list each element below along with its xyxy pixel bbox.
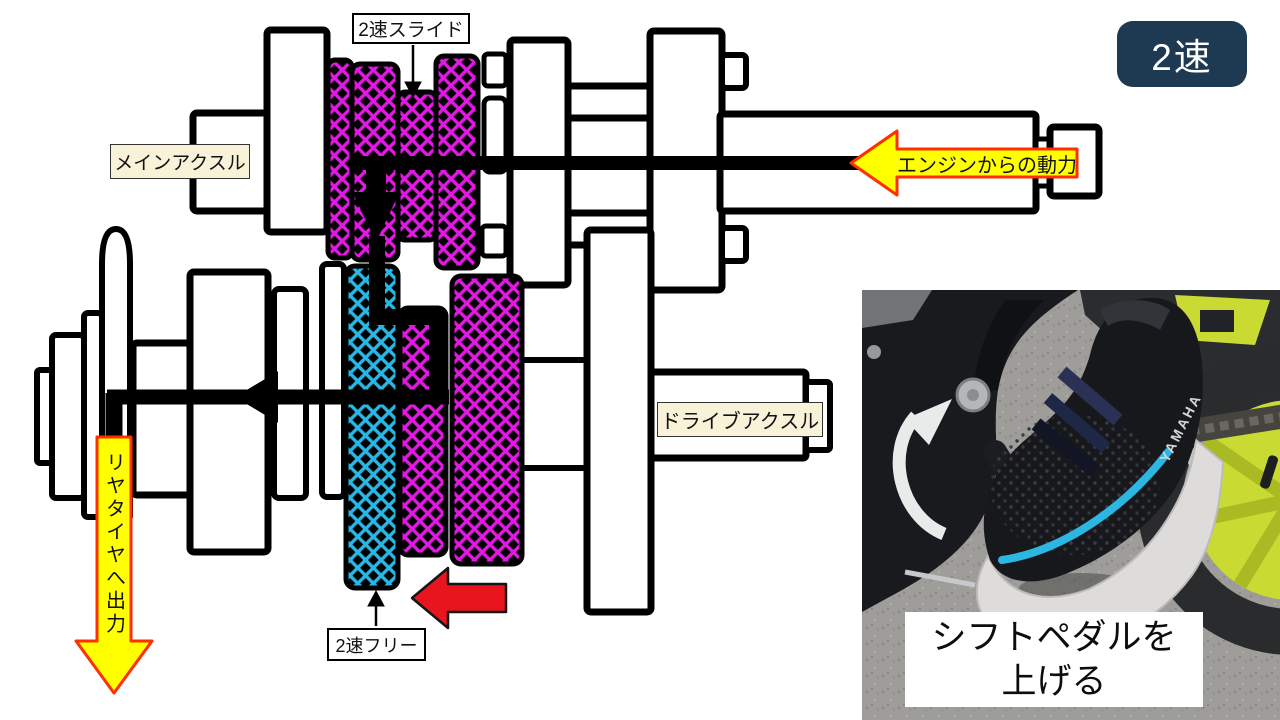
main-axle-left-plate	[263, 26, 331, 236]
gear-indicator-badge: 2速	[1117, 21, 1247, 87]
label-main-axle: メインアクスル	[110, 144, 250, 179]
gear-2nd-slide-small	[325, 57, 355, 261]
label-pointers	[367, 45, 422, 626]
label-drive-axle: ドライブアクスル	[657, 402, 823, 437]
photo-caption-line1: シフトペダルを	[931, 617, 1177, 657]
power-flow-path	[105, 156, 862, 440]
drive-axle-right-plate	[583, 226, 655, 616]
rear-tire-output-arrow	[74, 435, 154, 695]
engine-cover	[862, 290, 1078, 612]
label-2nd-free-gear: 2速フリー	[327, 628, 426, 661]
engine-power-arrow	[849, 129, 1079, 197]
power-flow-left-arrowhead	[235, 371, 278, 423]
gear-drive-big	[449, 273, 525, 567]
photo-caption-line2: 上げる	[1001, 661, 1107, 701]
boot-stripe	[998, 448, 1172, 564]
power-flow-down-arrowhead	[352, 192, 400, 243]
label-rear-tire-output: リヤタイヤへ出力	[102, 452, 125, 636]
drive-axle-left-plate	[186, 268, 272, 556]
label-2nd-slide-gear: 2速スライド	[352, 13, 470, 44]
lift-direction-arrow	[892, 411, 947, 541]
label-engine-power: エンジンからの動力	[897, 155, 1077, 177]
shift-direction-arrow	[410, 566, 508, 630]
lift-direction-arrowhead	[905, 399, 952, 445]
photo-caption: シフトペダルを 上げる	[905, 612, 1203, 707]
